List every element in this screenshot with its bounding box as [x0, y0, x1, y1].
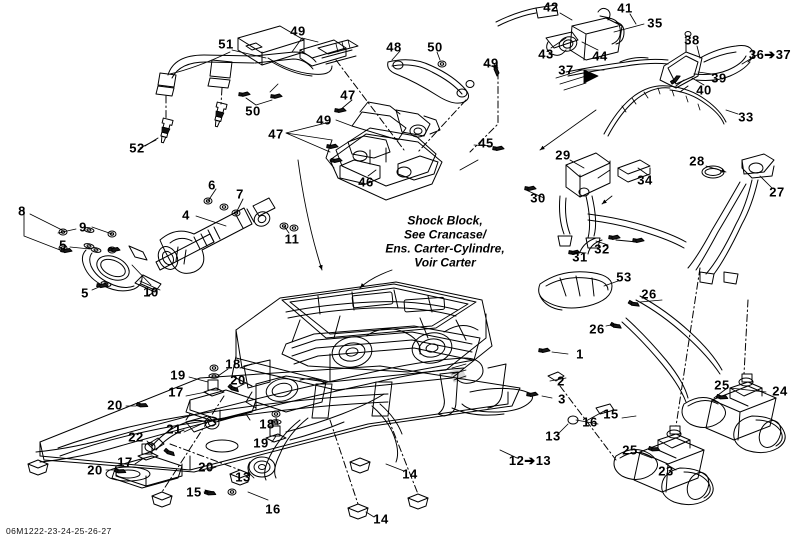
callout-14: 14	[402, 466, 418, 482]
callout-26: 26	[641, 286, 657, 302]
callout-23: 23	[658, 463, 674, 479]
callout-13: 13	[235, 469, 251, 485]
callout-32: 32	[594, 241, 610, 257]
callout-15: 15	[603, 406, 619, 422]
callout-49: 49	[483, 55, 499, 71]
callout-12-13: 12➔13	[508, 453, 552, 468]
callout-22: 22	[128, 429, 144, 445]
callout-28: 28	[689, 153, 705, 169]
callout-44: 44	[592, 48, 608, 64]
callout-47: 47	[268, 126, 284, 142]
callout-5: 5	[59, 237, 67, 253]
callout-35: 35	[647, 15, 663, 31]
callout-8: 8	[18, 203, 26, 219]
callout-50: 50	[427, 39, 443, 55]
callout-4: 4	[182, 207, 190, 223]
callout-20: 20	[230, 372, 246, 388]
callout-45: 45	[478, 135, 494, 151]
callout-1: 1	[576, 346, 584, 362]
callout-46: 46	[358, 174, 374, 190]
callout-16: 16	[265, 501, 281, 517]
callout-41: 41	[617, 0, 633, 16]
callout-33: 33	[738, 109, 754, 125]
callout-21: 21	[166, 421, 182, 437]
callout-29: 29	[555, 147, 571, 163]
callout-27: 27	[769, 184, 785, 200]
callout-3: 3	[558, 391, 566, 407]
callout-9: 9	[79, 219, 87, 235]
callout-31: 31	[572, 249, 588, 265]
callout-6: 6	[208, 177, 216, 193]
callout-20: 20	[198, 459, 214, 475]
callout-53: 53	[616, 269, 632, 285]
callout-2: 2	[557, 373, 565, 389]
callout-49: 49	[316, 112, 332, 128]
callout-47: 47	[340, 87, 356, 103]
callout-16: 16	[582, 414, 598, 430]
callout-24: 24	[772, 383, 788, 399]
callout-39: 39	[711, 70, 727, 86]
callout-18: 18	[259, 416, 275, 432]
callout-10: 10	[143, 284, 159, 300]
callout-25: 25	[622, 442, 638, 458]
callout-40: 40	[696, 82, 712, 98]
callout-52: 52	[129, 140, 145, 156]
callout-42: 42	[543, 0, 559, 15]
callout-13: 13	[545, 428, 561, 444]
drawing-number: 06M1222-23-24-25-26-27	[6, 526, 112, 536]
callout-14: 14	[373, 511, 389, 527]
callout-17: 17	[168, 384, 184, 400]
callout-20: 20	[87, 462, 103, 478]
shock-block-note: Shock Block, See Crancase/ Ens. Carter-C…	[385, 213, 505, 271]
callout-38: 38	[684, 32, 700, 48]
callout-50: 50	[245, 103, 261, 119]
callout-11: 11	[284, 231, 300, 247]
callout-25: 25	[714, 377, 730, 393]
callout-20: 20	[107, 397, 123, 413]
callout-19: 19	[253, 435, 269, 451]
callout-43: 43	[538, 46, 554, 62]
callout-30: 30	[530, 190, 546, 206]
callout-5: 5	[81, 285, 89, 301]
callout-7: 7	[236, 186, 244, 202]
callout-26: 26	[589, 321, 605, 337]
callout-51: 51	[218, 36, 234, 52]
callout-19: 19	[170, 367, 186, 383]
callout-37: 37	[558, 62, 574, 78]
callout-36-37: 36➔37	[748, 47, 792, 62]
callout-17: 17	[117, 454, 133, 470]
callout-48: 48	[386, 39, 402, 55]
callout-49: 49	[290, 23, 306, 39]
callout-34: 34	[637, 172, 653, 188]
callout-15: 15	[186, 484, 202, 500]
callout-18: 18	[225, 356, 241, 372]
